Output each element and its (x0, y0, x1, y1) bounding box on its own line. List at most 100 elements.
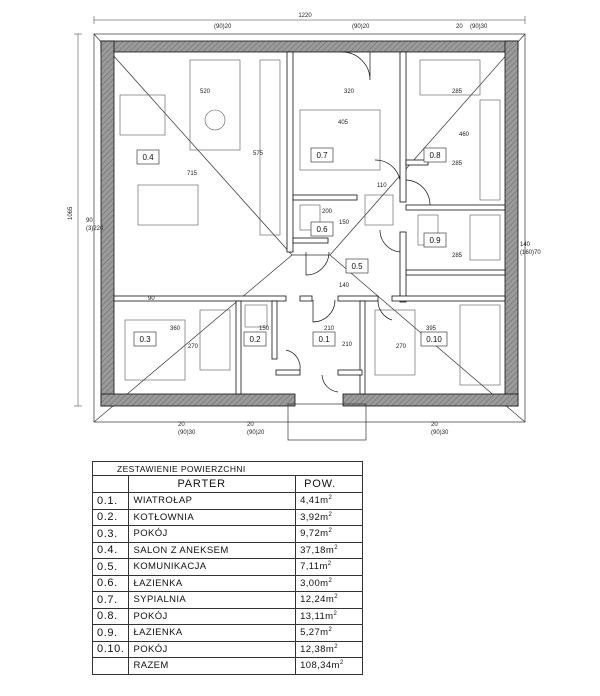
room-name: SALON Z ANEKSEM (128, 541, 297, 559)
svg-text:200: 200 (322, 209, 333, 215)
room-number: 0.4. (91, 541, 130, 559)
room-area: 13,11m2 (295, 607, 363, 625)
svg-text:1065: 1065 (68, 206, 74, 220)
room-number: 0.10. (91, 640, 130, 658)
room-area: 37,18m2 (295, 541, 363, 559)
svg-text:150: 150 (339, 220, 350, 226)
svg-text:0.7: 0.7 (316, 151, 328, 160)
interior-walls (113, 51, 506, 395)
doors (285, 51, 431, 393)
room-number: 0.3. (91, 525, 130, 543)
room-area: 12,38m2 (295, 640, 363, 658)
svg-text:715: 715 (187, 171, 198, 177)
room-area: 3,00m2 (295, 574, 363, 592)
svg-text:0.2: 0.2 (249, 335, 261, 344)
room-number: 0.7. (91, 591, 130, 609)
room-area: 7,11m2 (295, 558, 363, 576)
room-number: 0.9. (91, 624, 130, 642)
room-number: 0.1. (91, 492, 130, 510)
total-area: 108,34m2 (295, 657, 363, 675)
room-label-0.3: 0.3 (133, 331, 157, 347)
room-name: KOTŁOWNIA (128, 508, 297, 526)
floor-plan: 1220 (90)20 (90)20 20 (90)30 1065 90 (3)… (68, 13, 541, 441)
header-area: POW. (295, 475, 363, 493)
dimension-texts: 1220 (90)20 (90)20 20 (90)30 1065 90 (3)… (68, 13, 541, 436)
svg-text:460: 460 (459, 132, 470, 138)
svg-text:405: 405 (338, 120, 349, 126)
room-area: 5,27m2 (295, 624, 363, 642)
svg-text:210: 210 (342, 342, 353, 348)
room-number: 0.2. (91, 508, 130, 526)
room-area: 9,72m2 (295, 525, 363, 543)
svg-text:(90)30: (90)30 (178, 430, 196, 436)
svg-text:270: 270 (396, 344, 407, 350)
room-label-0.10: 0.10 (420, 331, 448, 347)
exterior-walls (100, 40, 519, 407)
svg-text:20: 20 (247, 422, 254, 428)
svg-text:395: 395 (426, 326, 437, 332)
total-label: RAZEM (128, 657, 297, 675)
room-label-0.8: 0.8 (423, 147, 447, 163)
room-labels: 0.4 0.7 0.8 0.6 0.9 0.5 0.3 0.2 0.1 0.10 (133, 147, 448, 347)
header-floor: PARTER (128, 475, 297, 493)
svg-text:0.9: 0.9 (429, 236, 441, 245)
room-number: 0.5. (91, 558, 130, 576)
room-label-0.9: 0.9 (423, 232, 447, 248)
room-name: POKÓJ (128, 607, 297, 625)
svg-text:320: 320 (344, 89, 355, 95)
svg-text:(90)20: (90)20 (247, 430, 265, 436)
room-name: KOMUNIKACJA (128, 558, 297, 576)
svg-text:0.3: 0.3 (139, 335, 151, 344)
schedule-header-row: PARTER POW. (91, 475, 363, 493)
svg-text:20: 20 (456, 24, 463, 30)
svg-text:0.10: 0.10 (426, 335, 442, 344)
room-label-0.7: 0.7 (310, 147, 334, 163)
svg-text:270: 270 (188, 344, 199, 350)
schedule-total-row: RAZEM 108,34m2 (91, 657, 363, 675)
room-name: ŁAZIENKA (128, 624, 297, 642)
room-label-0.4: 0.4 (136, 149, 160, 165)
svg-text:(90)30: (90)30 (470, 24, 488, 30)
room-number: 0.6. (91, 574, 130, 592)
room-name: POKÓJ (128, 640, 297, 658)
room-number: 0.8. (91, 607, 130, 625)
svg-text:0.6: 0.6 (316, 225, 328, 234)
room-name: WIATROŁAP (128, 492, 297, 510)
overall-dimension: 1220 (298, 13, 312, 19)
svg-text:90: 90 (86, 218, 93, 224)
schedule-title: ZESTAWIENIE POWIERZCHNI (92, 461, 363, 476)
svg-text:285: 285 (452, 253, 463, 259)
svg-text:0.8: 0.8 (429, 151, 441, 160)
svg-text:(90)20: (90)20 (214, 24, 232, 30)
svg-text:0.5: 0.5 (351, 262, 363, 271)
svg-text:360: 360 (170, 326, 181, 332)
area-schedule-table: ZESTAWIENIE POWIERZCHNI PARTER POW. 0.1.… (91, 461, 363, 675)
entrance-step (287, 403, 367, 441)
svg-text:520: 520 (200, 89, 211, 95)
svg-text:140: 140 (520, 242, 531, 248)
svg-text:0.1: 0.1 (318, 335, 330, 344)
room-name: SYPIALNIA (128, 591, 297, 609)
room-area: 3,92m2 (295, 508, 363, 526)
svg-text:(160)70: (160)70 (520, 250, 541, 256)
svg-text:150: 150 (259, 326, 270, 332)
room-name: ŁAZIENKA (128, 574, 297, 592)
svg-text:90: 90 (148, 296, 155, 302)
room-label-0.5: 0.5 (345, 258, 369, 274)
svg-text:(90)30: (90)30 (431, 430, 449, 436)
dimension-lines (74, 16, 526, 407)
room-label-0.2: 0.2 (243, 331, 267, 347)
svg-text:20: 20 (431, 422, 438, 428)
svg-text:140: 140 (339, 283, 350, 289)
svg-text:(3)220: (3)220 (86, 226, 104, 232)
svg-text:20: 20 (178, 422, 185, 428)
